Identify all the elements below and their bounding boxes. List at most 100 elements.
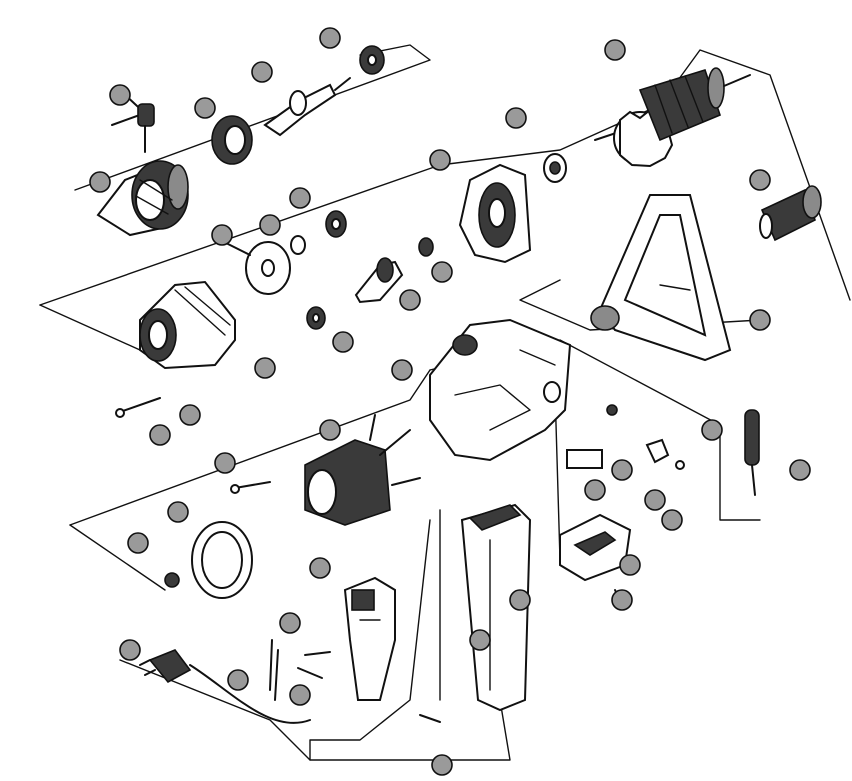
callout-circle — [109, 84, 131, 106]
callout-circle — [509, 589, 531, 611]
callout-markers — [89, 27, 811, 776]
callout-circle — [227, 669, 249, 691]
callout-c07 — [259, 214, 281, 236]
callout-c37 — [749, 309, 771, 331]
callout-c21 — [214, 452, 236, 474]
callout-circle — [644, 489, 666, 511]
callout-c26 — [289, 684, 311, 706]
baffle-ring — [191, 521, 253, 599]
callout-circle — [319, 419, 341, 441]
callout-circle — [289, 684, 311, 706]
callout-c22 — [167, 501, 189, 523]
callout-circle — [789, 459, 811, 481]
callout-circle — [399, 289, 421, 311]
callout-c39 — [619, 554, 641, 576]
drill-chuck — [96, 160, 189, 237]
callout-c13 — [431, 261, 453, 283]
small-bearing — [306, 306, 326, 330]
callout-circle — [214, 452, 236, 474]
callout-circle — [179, 404, 201, 426]
callout-c20 — [319, 419, 341, 441]
callout-circle — [279, 612, 301, 634]
callout-circle — [211, 224, 233, 246]
callout-c29 — [431, 754, 453, 776]
callout-circle — [749, 309, 771, 331]
callout-c31 — [469, 629, 491, 651]
callout-circle — [119, 639, 141, 661]
callout-c10 — [505, 107, 527, 129]
callout-circle — [251, 61, 273, 83]
callout-c15 — [332, 331, 354, 353]
callout-c03 — [194, 97, 216, 119]
callout-c23 — [127, 532, 149, 554]
handle — [460, 503, 532, 712]
callout-circle — [332, 331, 354, 353]
callout-c17 — [179, 404, 201, 426]
callout-c28 — [227, 669, 249, 691]
callout-c40 — [611, 589, 633, 611]
callout-circle — [167, 501, 189, 523]
switch-parts — [566, 404, 685, 470]
callout-c09 — [429, 149, 451, 171]
callout-c14 — [399, 289, 421, 311]
callout-c02 — [89, 171, 111, 193]
callout-c30 — [509, 589, 531, 611]
callout-c35 — [661, 509, 683, 531]
callout-circle — [149, 424, 171, 446]
callout-circle — [194, 97, 216, 119]
gear-ring — [211, 115, 253, 165]
callout-circle — [89, 171, 111, 193]
callout-c27 — [119, 639, 141, 661]
callout-c38 — [789, 459, 811, 481]
callout-c01 — [109, 84, 131, 106]
callout-c12 — [749, 169, 771, 191]
callout-circle — [309, 557, 331, 579]
rear-cover — [590, 194, 732, 362]
callout-circle — [701, 419, 723, 441]
callout-circle — [391, 359, 413, 381]
gear-plate — [458, 163, 532, 264]
spindle — [263, 77, 351, 137]
callout-c18 — [149, 424, 171, 446]
callout-circle — [259, 214, 281, 236]
callout-c19 — [391, 359, 413, 381]
callout-c32 — [584, 479, 606, 501]
power-cord — [139, 639, 311, 724]
brush-holder — [759, 185, 822, 242]
switch-box — [559, 513, 632, 606]
carbon-brush — [744, 409, 760, 496]
callout-c08 — [289, 187, 311, 209]
bearing-washer — [543, 153, 567, 183]
motor-housing — [429, 318, 572, 462]
callout-circle — [431, 261, 453, 283]
callout-c04 — [251, 61, 273, 83]
callout-c25 — [279, 612, 301, 634]
callout-circle — [429, 149, 451, 171]
callout-c33 — [611, 459, 633, 481]
mid-bearings — [219, 210, 434, 295]
callout-c34 — [644, 489, 666, 511]
callout-circle — [505, 107, 527, 129]
stator-screw — [230, 481, 271, 494]
callout-circle — [611, 589, 633, 611]
chuck-key — [111, 91, 155, 153]
callout-circle — [254, 357, 276, 379]
armature — [594, 67, 751, 168]
field-stator — [304, 414, 421, 526]
small-nut — [164, 572, 180, 588]
callout-c11 — [604, 39, 626, 61]
callout-c05 — [319, 27, 341, 49]
callout-c36 — [701, 419, 723, 441]
callout-c06 — [211, 224, 233, 246]
screw-left — [115, 397, 161, 418]
gear-case — [139, 280, 236, 370]
callout-c24 — [309, 557, 331, 579]
callout-circle — [127, 532, 149, 554]
intermediate-shaft — [354, 257, 404, 304]
callout-circle — [584, 479, 606, 501]
trigger-switch — [343, 576, 396, 701]
callout-circle — [319, 27, 341, 49]
cord-screws — [297, 651, 441, 723]
callout-circle — [469, 629, 491, 651]
